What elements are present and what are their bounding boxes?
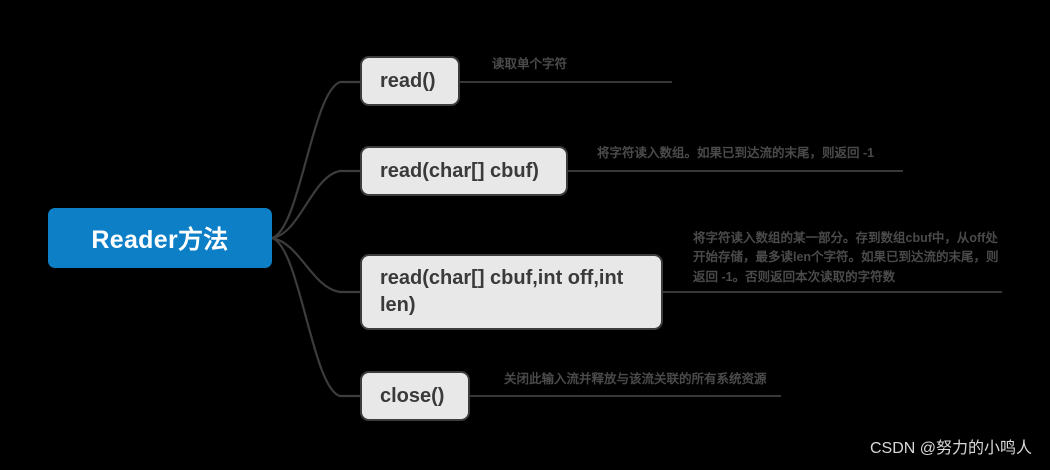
node-read-cbuf-label: read(char[] cbuf) — [380, 159, 539, 182]
root-node-label: Reader方法 — [91, 226, 229, 254]
annotation-read: 读取单个字符 — [492, 57, 568, 71]
annotation-read-cbuf-off-len: 将字符读入数组的某一部分。存到数组cbuf中，从off处开始存储，最多读len个… — [693, 231, 999, 284]
annotation-close: 关闭此输入流并释放与该流关联的所有系统资源 — [504, 372, 767, 386]
node-read[interactable]: read() — [360, 56, 460, 106]
node-close[interactable]: close() — [360, 371, 470, 421]
annotation-read-cbuf: 将字符读入数组。如果已到达流的末尾，则返回 -1 — [597, 146, 875, 160]
watermark: CSDN @努力的小鸣人 — [869, 440, 1032, 457]
connector-branch-2 — [270, 169, 362, 240]
connector-branch-4 — [270, 236, 362, 398]
node-read-cbuf[interactable]: read(char[] cbuf) — [360, 146, 568, 196]
connector-branch-3 — [270, 236, 362, 294]
node-read-cbuf-off-len[interactable]: read(char[] cbuf,int off,int len) — [360, 254, 663, 330]
node-close-label: close() — [380, 384, 445, 407]
node-read-label: read() — [380, 69, 436, 92]
root-node[interactable]: Reader方法 — [48, 208, 272, 268]
connector-branch-1 — [270, 80, 362, 240]
node-read-cbuf-off-len-label: read(char[] cbuf,int off,int len) — [380, 267, 624, 316]
